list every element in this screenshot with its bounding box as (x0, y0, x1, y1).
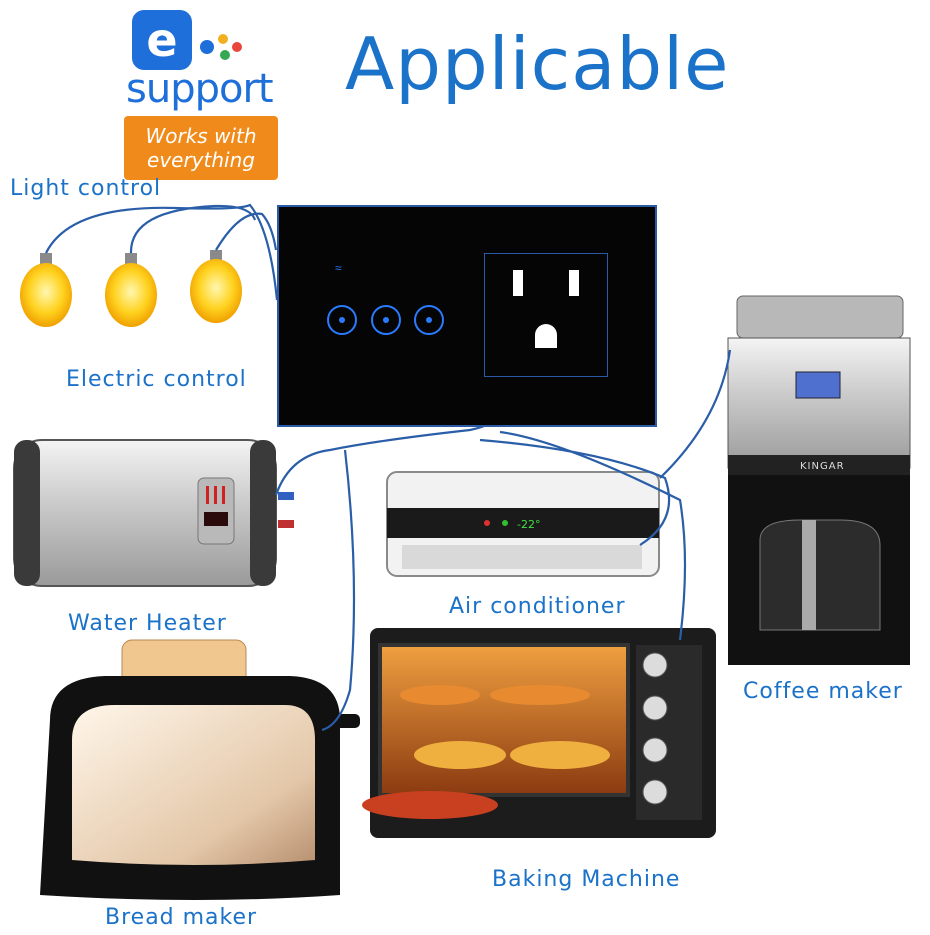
tagline-line-2: everything (147, 148, 255, 172)
ac-display: -22° (517, 518, 540, 531)
touch-button-2[interactable] (371, 305, 401, 335)
label-electric-control: Electric control (66, 367, 247, 392)
tagline-line-1: Works with (145, 124, 257, 148)
logo-tagline: Works with everything (124, 116, 278, 180)
light-bulb-icon (20, 253, 72, 327)
label-water-heater: Water Heater (68, 611, 227, 636)
power-outlet (484, 253, 608, 377)
logo-e-mark: e (132, 10, 192, 70)
coffee-maker-image: KINGAR (727, 295, 911, 665)
label-bread-maker: Bread maker (105, 905, 258, 930)
label-air-conditioner: Air conditioner (449, 594, 626, 619)
label-light-control: Light control (10, 176, 162, 201)
touch-button-1[interactable] (327, 305, 357, 335)
light-bulb-icon (190, 250, 242, 323)
toaster-image (40, 639, 360, 900)
wifi-icon: ≈ (335, 261, 342, 275)
svg-text:KINGAR: KINGAR (800, 461, 845, 472)
label-coffee-maker: Coffee maker (743, 679, 903, 704)
esupport-logo: e support Works with everything (120, 8, 280, 180)
label-baking-machine: Baking Machine (492, 867, 681, 892)
outlet-ground-slot (535, 324, 557, 348)
air-conditioner-image: -22° (386, 471, 660, 577)
outlet-slot-right (569, 270, 579, 296)
page-title: Applicable (345, 22, 730, 106)
logo-wordmark: support (126, 66, 274, 112)
smart-switch-panel: ≈ (277, 205, 657, 427)
logo-dot-blue (200, 40, 214, 54)
logo-dot-green (220, 50, 230, 60)
oven-image (362, 628, 716, 838)
touch-button-3[interactable] (414, 305, 444, 335)
water-heater-image (13, 439, 294, 587)
logo-dot-yellow (218, 34, 228, 44)
connection-wires (45, 203, 732, 732)
light-bulb-icon (105, 253, 157, 327)
logo-dot-red (232, 42, 242, 52)
outlet-slot-left (513, 270, 523, 296)
